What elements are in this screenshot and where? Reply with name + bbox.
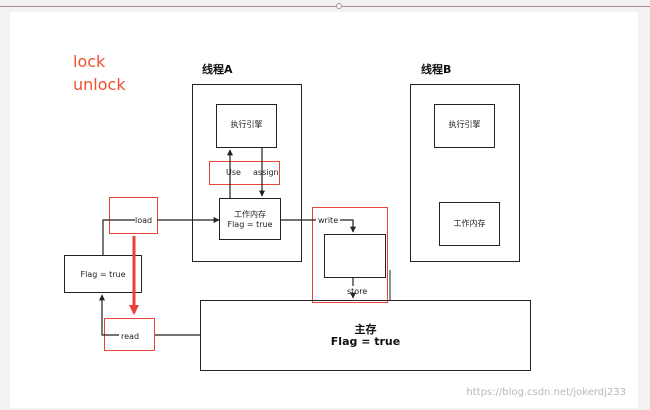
thread-a-flag-label: Flag = true	[227, 220, 273, 229]
use-label: Use	[226, 168, 241, 177]
assign-label: assign	[253, 168, 279, 177]
unlock-annotation: unlock	[73, 75, 126, 94]
main-memory-flag: Flag = true	[330, 335, 401, 348]
thread-a-title: 线程A	[202, 63, 233, 76]
main-memory-title: 主存	[354, 323, 377, 336]
top-handle[interactable]	[336, 3, 342, 9]
watermark: https://blog.csdn.net/jokerdj233	[466, 387, 626, 398]
connector-lines	[99, 148, 391, 336]
thread-a-engine-box	[216, 104, 277, 148]
diagram-canvas: lock unlock 线程A 线程B 执行引擎 工作内存 Flag = tru…	[10, 12, 638, 408]
thread-a-engine-label: 执行引擎	[230, 120, 263, 129]
transfer-box	[324, 234, 386, 278]
load-highlight	[109, 197, 158, 234]
thread-b-engine-box	[434, 104, 495, 148]
thread-b-work-memory-box	[439, 202, 500, 246]
read-arrow	[99, 294, 119, 336]
thread-b-work-memory-label: 工作内存	[453, 219, 486, 228]
left-flag-box	[64, 255, 142, 293]
thread-a-work-memory-label: 工作内存	[234, 210, 266, 219]
lock-annotation: lock	[73, 52, 106, 71]
read-label: read	[121, 332, 140, 341]
write-label: write	[318, 216, 339, 225]
top-divider	[0, 6, 650, 7]
main-memory-box	[200, 300, 531, 371]
thread-b-engine-label: 执行引擎	[448, 120, 481, 129]
thread-b-box	[410, 84, 520, 262]
use-assign-highlight	[209, 161, 280, 185]
load-line-left	[102, 219, 135, 255]
left-flag-label: Flag = true	[80, 270, 126, 279]
thread-a-box	[192, 84, 302, 262]
thread-b-title: 线程B	[421, 63, 452, 76]
store-label: store	[347, 287, 368, 296]
load-label: load	[135, 216, 153, 225]
write-store-highlight	[312, 207, 388, 303]
write-arrow	[340, 219, 356, 233]
